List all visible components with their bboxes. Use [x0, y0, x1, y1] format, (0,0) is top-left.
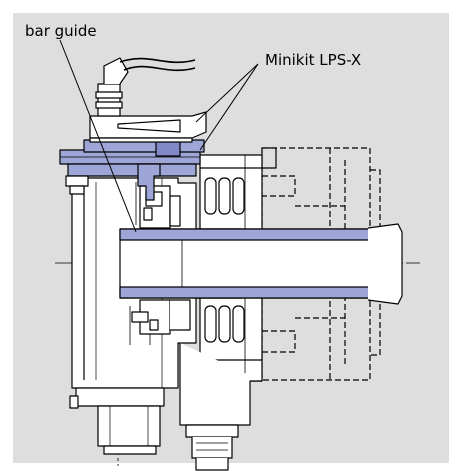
leader-lines	[59, 39, 259, 233]
minikit-label: Minikit LPS-X	[265, 51, 362, 69]
lower-nozzle	[179, 343, 262, 471]
bar-guide-tube	[119, 223, 403, 305]
lower-gearbox	[69, 387, 165, 455]
bar-guide-label: bar guide	[25, 22, 97, 40]
bearing-details	[131, 185, 191, 335]
side-cover	[65, 175, 89, 195]
minikit-assembly	[59, 57, 207, 201]
